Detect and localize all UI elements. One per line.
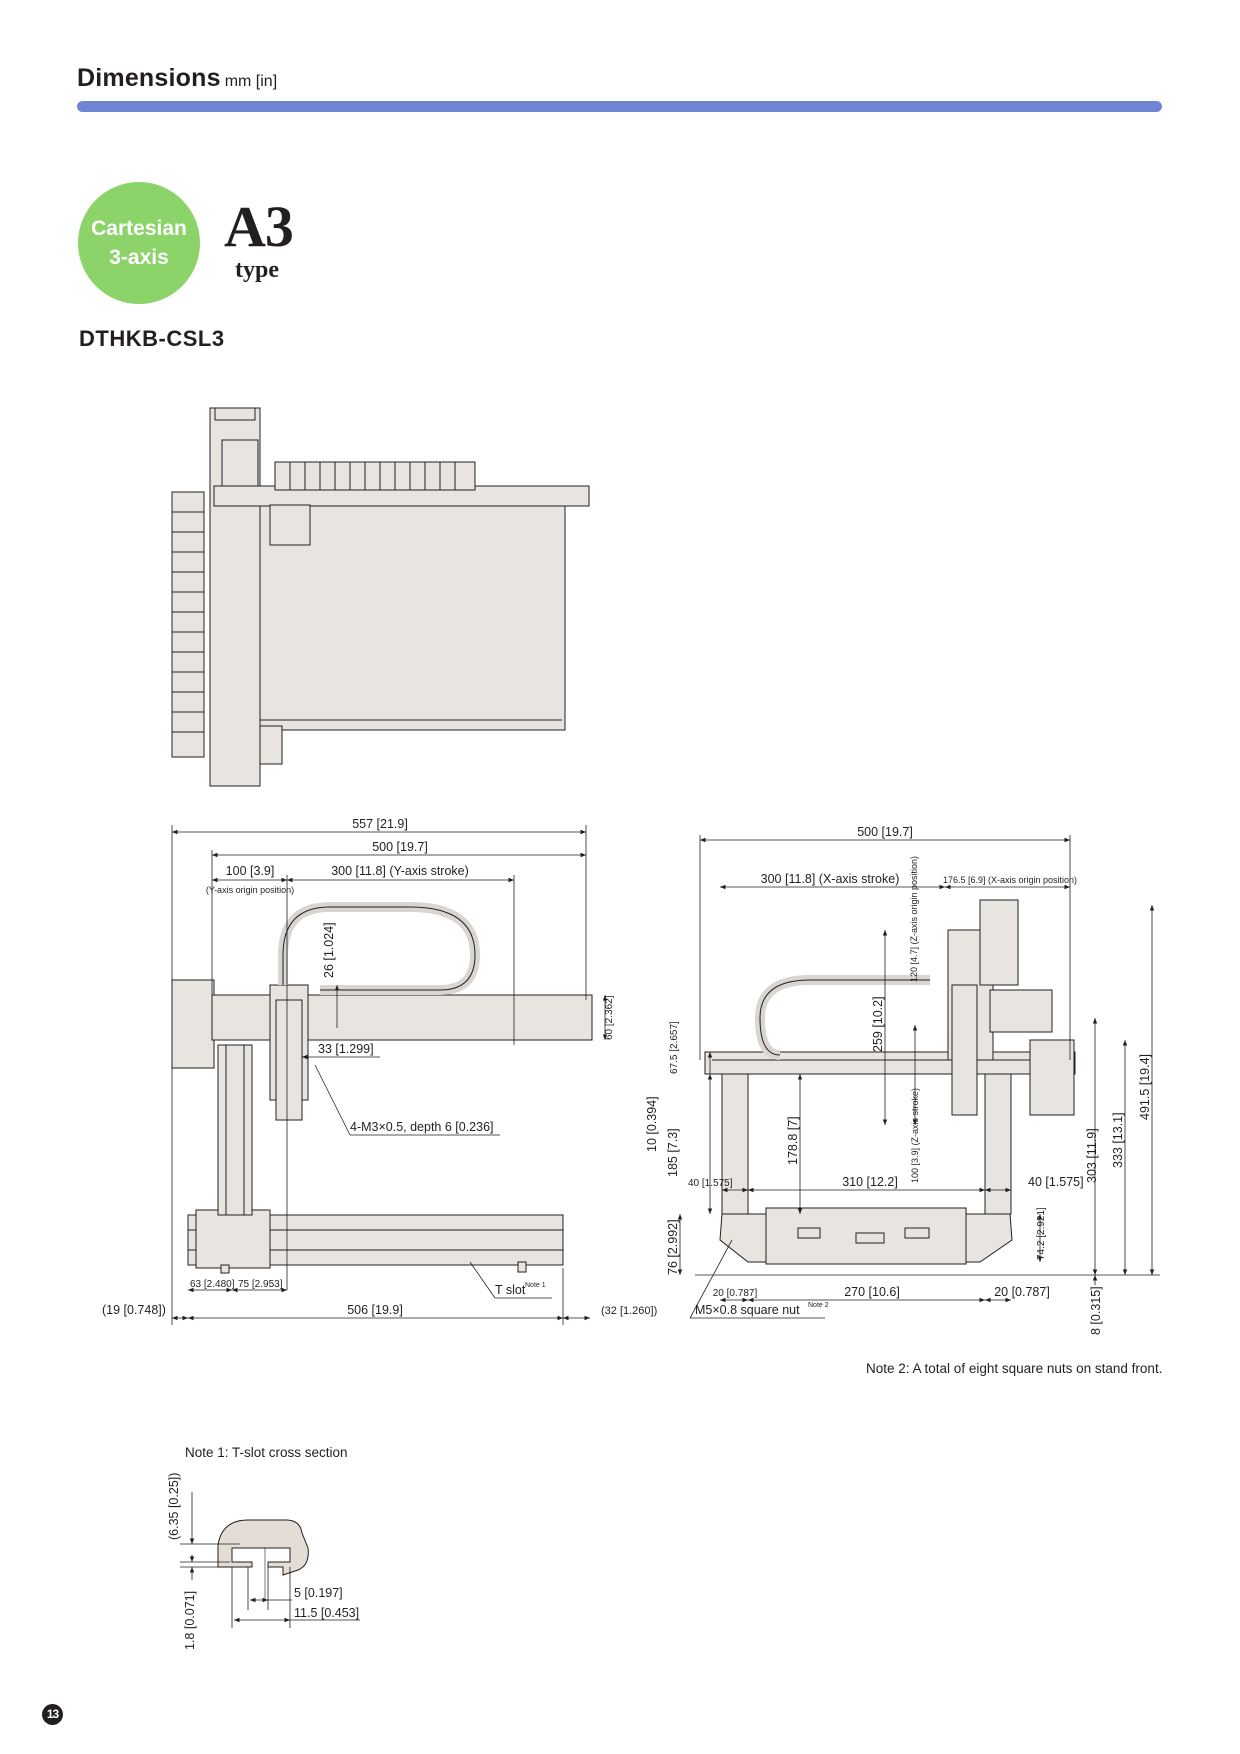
tslot-section-drawing	[217, 1519, 309, 1600]
front-dim-491: 491.5 [19.4]	[1138, 1054, 1152, 1120]
side-dim-26: 26 [1.024]	[322, 922, 336, 978]
side-dim-32: (32 [1.260])	[601, 1305, 657, 1317]
front-dim-20a: 20 [0.787]	[713, 1288, 758, 1299]
side-view-dimension-lines	[171, 825, 608, 1325]
front-view-dimension-labels: 500 [19.7] 300 [11.8] (X-axis stroke) 17…	[645, 825, 1152, 1335]
note-1-title: Note 1: T-slot cross section	[185, 1445, 348, 1460]
front-dim-20b: 20 [0.787]	[994, 1285, 1050, 1299]
badge-line-1: Cartesian	[91, 217, 187, 240]
tslot-dimension-labels: (6.35 [0.25]) 1.8 [0.071] 5 [0.197] 11.5…	[167, 1473, 359, 1650]
badge-line-2: 3-axis	[109, 246, 169, 269]
front-dim-259: 259 [10.2]	[871, 996, 885, 1052]
side-y-origin: (Y-axis origin position)	[206, 885, 294, 895]
top-view-cable-chain	[171, 491, 205, 758]
front-z-stroke: 100 [3.9] (Z-axis stroke)	[910, 1088, 920, 1183]
front-dim-10: 10 [0.394]	[645, 1096, 659, 1152]
top-view-chain-links	[172, 511, 204, 733]
front-x-origin: 176.5 [6.9] (X-axis origin position)	[943, 875, 1077, 885]
front-nut-label: M5×0.8 square nut	[695, 1303, 800, 1317]
front-dim-303: 303 [11.9]	[1085, 1128, 1099, 1183]
side-dim-500: 500 [19.7]	[372, 840, 428, 854]
note-2: Note 2: A total of eight square nuts on …	[866, 1361, 1163, 1376]
header-rule	[77, 101, 1162, 112]
model-number: DTHKB-CSL3	[79, 326, 225, 351]
side-dim-557: 557 [21.9]	[352, 817, 408, 831]
front-z-origin: 120 [4.7] (Z-axis origin position)	[909, 856, 919, 982]
front-view-dimension-lines	[677, 835, 1160, 1319]
tslot-dim-635: (6.35 [0.25])	[167, 1473, 181, 1540]
front-dim-40b: 40 [1.575]	[1028, 1175, 1084, 1189]
tslot-dim-5: 5 [0.197]	[294, 1586, 343, 1600]
front-x-stroke: 300 [11.8] (X-axis stroke)	[761, 872, 900, 886]
page-number: 13	[42, 1704, 63, 1725]
robot-type-badge: Cartesian 3-axis	[78, 182, 200, 304]
front-dim-67: 67.5 [2.657]	[669, 1021, 680, 1074]
front-view-motor-top	[979, 899, 1019, 986]
tslot-profile	[217, 1519, 309, 1576]
side-tslot-note: Note 1	[525, 1282, 546, 1289]
front-dim-40a: 40 [1.575]	[688, 1178, 733, 1189]
type-code: A3	[224, 194, 294, 259]
front-dim-333: 333 [13.1]	[1111, 1112, 1125, 1168]
side-dim-19: (19 [0.748])	[102, 1303, 166, 1317]
side-dim-100: 100 [3.9]	[226, 864, 275, 878]
side-tap-note: 4-M3×0.5, depth 6 [0.236]	[350, 1120, 494, 1134]
front-dim-185: 185 [7.3]	[666, 1128, 680, 1177]
front-dim-178: 178.8 [7]	[786, 1116, 800, 1165]
front-view-leg-right	[984, 1073, 1012, 1215]
side-view-x-axis	[211, 994, 593, 1041]
front-dim-74: 74.2 [2.921]	[1036, 1207, 1047, 1260]
front-nut-note: Note 2	[808, 1302, 829, 1309]
front-view-y-motor	[989, 989, 1053, 1033]
type-word: type	[235, 257, 279, 283]
front-dim-76: 76 [2.992]	[666, 1219, 680, 1275]
section-title: Dimensions	[77, 64, 221, 92]
side-dim-33: 33 [1.299]	[318, 1042, 374, 1056]
side-view-dimension-labels: 557 [21.9] 500 [19.7] 100 [3.9] (Y-axis …	[102, 817, 657, 1317]
side-dim-506: 506 [19.9]	[347, 1303, 403, 1317]
side-dim-63: 63 [2.480]	[190, 1279, 235, 1290]
front-view-leg-left	[721, 1073, 749, 1215]
side-dim-60: 60 [2.362]	[604, 995, 615, 1040]
side-dim-75: 75 [2.953]	[238, 1279, 283, 1290]
top-view-drawing	[171, 407, 590, 787]
section-unit: mm [in]	[224, 73, 278, 90]
side-view-column	[217, 1044, 253, 1216]
tslot-dim-115: 11.5 [0.453]	[294, 1606, 359, 1620]
tslot-dim-18: 1.8 [0.071]	[183, 1591, 197, 1650]
front-dim-270: 270 [10.6]	[844, 1285, 900, 1299]
side-y-stroke: 300 [11.8] (Y-axis stroke)	[331, 864, 469, 878]
front-view-drawing	[704, 899, 1076, 1265]
side-tslot-label: T slot	[495, 1283, 526, 1297]
front-view-cable	[754, 975, 930, 1060]
front-view-x-axis	[704, 1051, 1076, 1075]
top-view-x-chain	[274, 461, 476, 491]
front-dim-500: 500 [19.7]	[857, 825, 913, 839]
side-view-drawing	[171, 902, 593, 1274]
top-view-z-head	[269, 504, 311, 546]
side-view-motor	[171, 979, 215, 1069]
front-dim-8: 8 [0.315]	[1089, 1286, 1103, 1335]
side-view-cable	[278, 902, 481, 995]
front-view-side-block	[1029, 1039, 1075, 1116]
front-dim-310: 310 [12.2]	[842, 1175, 898, 1189]
tslot-dimension-lines	[180, 1492, 360, 1628]
